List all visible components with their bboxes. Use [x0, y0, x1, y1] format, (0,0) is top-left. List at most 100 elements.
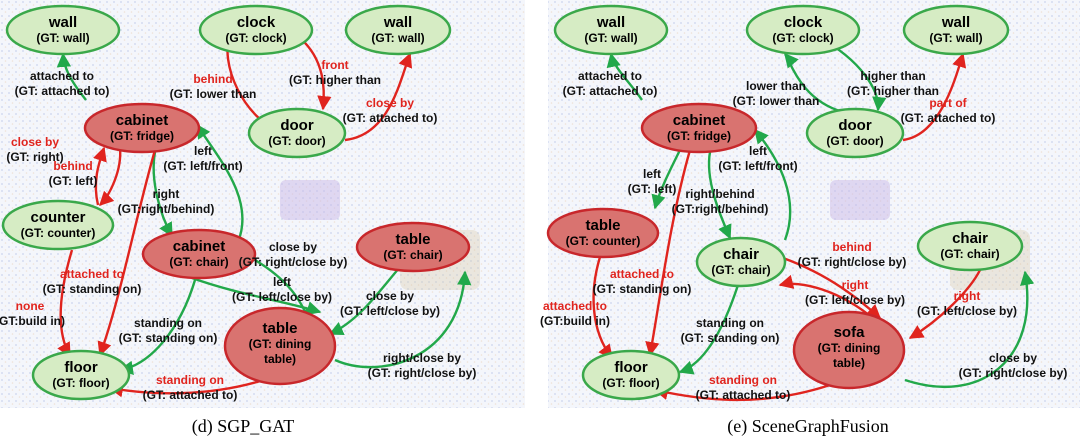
edge-ground-truth-label: (GT: right/close by)	[959, 366, 1068, 380]
node-ground-truth-label: (GT: fridge)	[110, 129, 174, 143]
node-ground-truth-label: (GT: counter)	[566, 234, 641, 248]
node-name-label: door	[838, 117, 871, 134]
edge-predicate-label: lower than	[746, 79, 806, 93]
node-name-label: chair	[723, 246, 759, 263]
edge-predicate-label: close by	[366, 289, 414, 303]
edge-predicate-label: right	[954, 289, 981, 303]
node-clock	[198, 4, 314, 56]
node-floor	[31, 349, 131, 401]
edge-arrow	[606, 52, 643, 101]
node-ground-truth-label: (GT: chair)	[711, 263, 770, 277]
edge-ground-truth-label: (GT: standing on)	[119, 331, 218, 345]
edge-ground-truth-label: (GT: left/close by)	[917, 304, 1017, 318]
edge-ground-truth-label: (GT: right)	[6, 150, 63, 164]
edge-predicate-label: close by	[366, 96, 414, 110]
edge-ground-truth-label: (GT:right/behind)	[672, 202, 769, 216]
panel-e-edge-labels: attached to(GT: attached to)lower than(G…	[540, 69, 1067, 402]
edge-predicate-label: close by	[11, 135, 59, 149]
node-ground-truth-label: (GT: wall)	[584, 31, 637, 45]
node-ground-truth-label: (GT: counter)	[21, 226, 96, 240]
edge-arrow	[783, 52, 844, 114]
edge-predicate-label: standing on	[134, 316, 202, 330]
node-name-label: wall	[48, 14, 77, 31]
node-ground-truth-label: (GT: chair)	[169, 255, 228, 269]
edge-predicate-label: attached to	[30, 69, 94, 83]
node-name-label: table	[395, 231, 430, 248]
edge-ground-truth-label: (GT: right/close by)	[798, 255, 907, 269]
node-table0	[546, 207, 660, 259]
edge-arrow	[299, 37, 332, 111]
edge-predicate-label: right/close by	[383, 351, 461, 365]
edge-arrow	[56, 52, 87, 101]
edge-arrow	[97, 149, 157, 357]
node-name-label: cabinet	[116, 112, 169, 129]
edge-ground-truth-label: (GT: attached to)	[696, 388, 791, 402]
edge-ground-truth-label: (GT:right/behind)	[118, 202, 215, 216]
edge-predicate-label: higher than	[860, 69, 925, 83]
edge-predicate-label: right	[153, 187, 180, 201]
node-name-label: wall	[941, 14, 970, 31]
node-ground-truth-label: (GT: wall)	[371, 31, 424, 45]
node-clock	[745, 4, 861, 56]
node-ground-truth-label: (GT: chair)	[383, 248, 442, 262]
edge-predicate-label: standing on	[709, 373, 777, 387]
node-name-label: door	[280, 117, 313, 134]
edge-ground-truth-label: (GT:build in)	[540, 314, 610, 328]
node-ground-truth-label: (GT: floor)	[52, 376, 109, 390]
edge-ground-truth-label: (GT: left)	[628, 182, 677, 196]
edge-ground-truth-label: (GT: higher than	[847, 84, 939, 98]
node-wall2	[902, 4, 1010, 56]
node-name-label: clock	[237, 14, 276, 31]
edge-arrow	[908, 269, 982, 340]
edge-predicate-label: behind	[193, 72, 232, 86]
edge-predicate-label: left	[273, 275, 291, 289]
edge-ground-truth-label: (GT: left)	[49, 174, 98, 188]
edge-arrow	[344, 52, 413, 142]
node-name-label: table	[585, 217, 620, 234]
node-ground-truth-label: (GT: chair)	[940, 247, 999, 261]
node-name-label: table	[262, 320, 297, 337]
node-name-label: counter	[30, 209, 85, 226]
edge-ground-truth-label: (GT: attached to)	[143, 388, 238, 402]
node-floor	[581, 349, 681, 401]
edge-ground-truth-label: (GT: lower than	[733, 94, 820, 108]
edge-arrow	[754, 128, 792, 241]
edge-ground-truth-label: (GT: attached to)	[15, 84, 110, 98]
node-wall2	[344, 4, 452, 56]
edge-arrow	[902, 52, 967, 142]
edge-predicate-label: left	[749, 144, 767, 158]
edge-arrow	[191, 276, 322, 316]
node-name-label: clock	[784, 14, 823, 31]
edge-predicate-label: left	[194, 144, 212, 158]
node-ground-truth-label: (GT: fridge)	[667, 129, 731, 143]
node-table1	[355, 221, 471, 273]
node-name-label: cabinet	[673, 112, 726, 129]
node-ground-truth-label: (GT: dining	[818, 341, 881, 355]
panel-d-edge-labels: attached to(GT: attached to)behind(GT: l…	[0, 58, 476, 402]
node-name-label: sofa	[834, 324, 866, 341]
edge-arrow	[778, 274, 876, 321]
node-ground-truth-label: (GT: dining	[249, 337, 312, 351]
pointcloud-blob	[830, 180, 890, 220]
node-wall1	[553, 4, 669, 56]
edge-predicate-label: right/behind	[685, 187, 754, 201]
edge-predicate-label: part of	[929, 96, 967, 110]
node-cabinet1	[83, 102, 201, 154]
edge-predicate-label: close by	[989, 351, 1037, 365]
edge-arrow	[651, 149, 682, 210]
node-door	[247, 107, 347, 159]
edge-ground-truth-label: (GT: left/close by)	[805, 293, 905, 307]
node-table2	[223, 306, 337, 386]
edge-arrow	[108, 376, 271, 398]
edge-arrow	[328, 266, 401, 336]
node-name-label: cabinet	[173, 238, 226, 255]
edge-arrow	[98, 147, 122, 207]
edge-predicate-label: left	[643, 167, 661, 181]
node-ground-truth-label: (GT: floor)	[602, 376, 659, 390]
node-wall1	[5, 4, 121, 56]
edge-arrow	[195, 123, 244, 243]
edge-predicate-label: behind	[53, 159, 92, 173]
edge-ground-truth-label: (GT: higher than	[289, 73, 381, 87]
